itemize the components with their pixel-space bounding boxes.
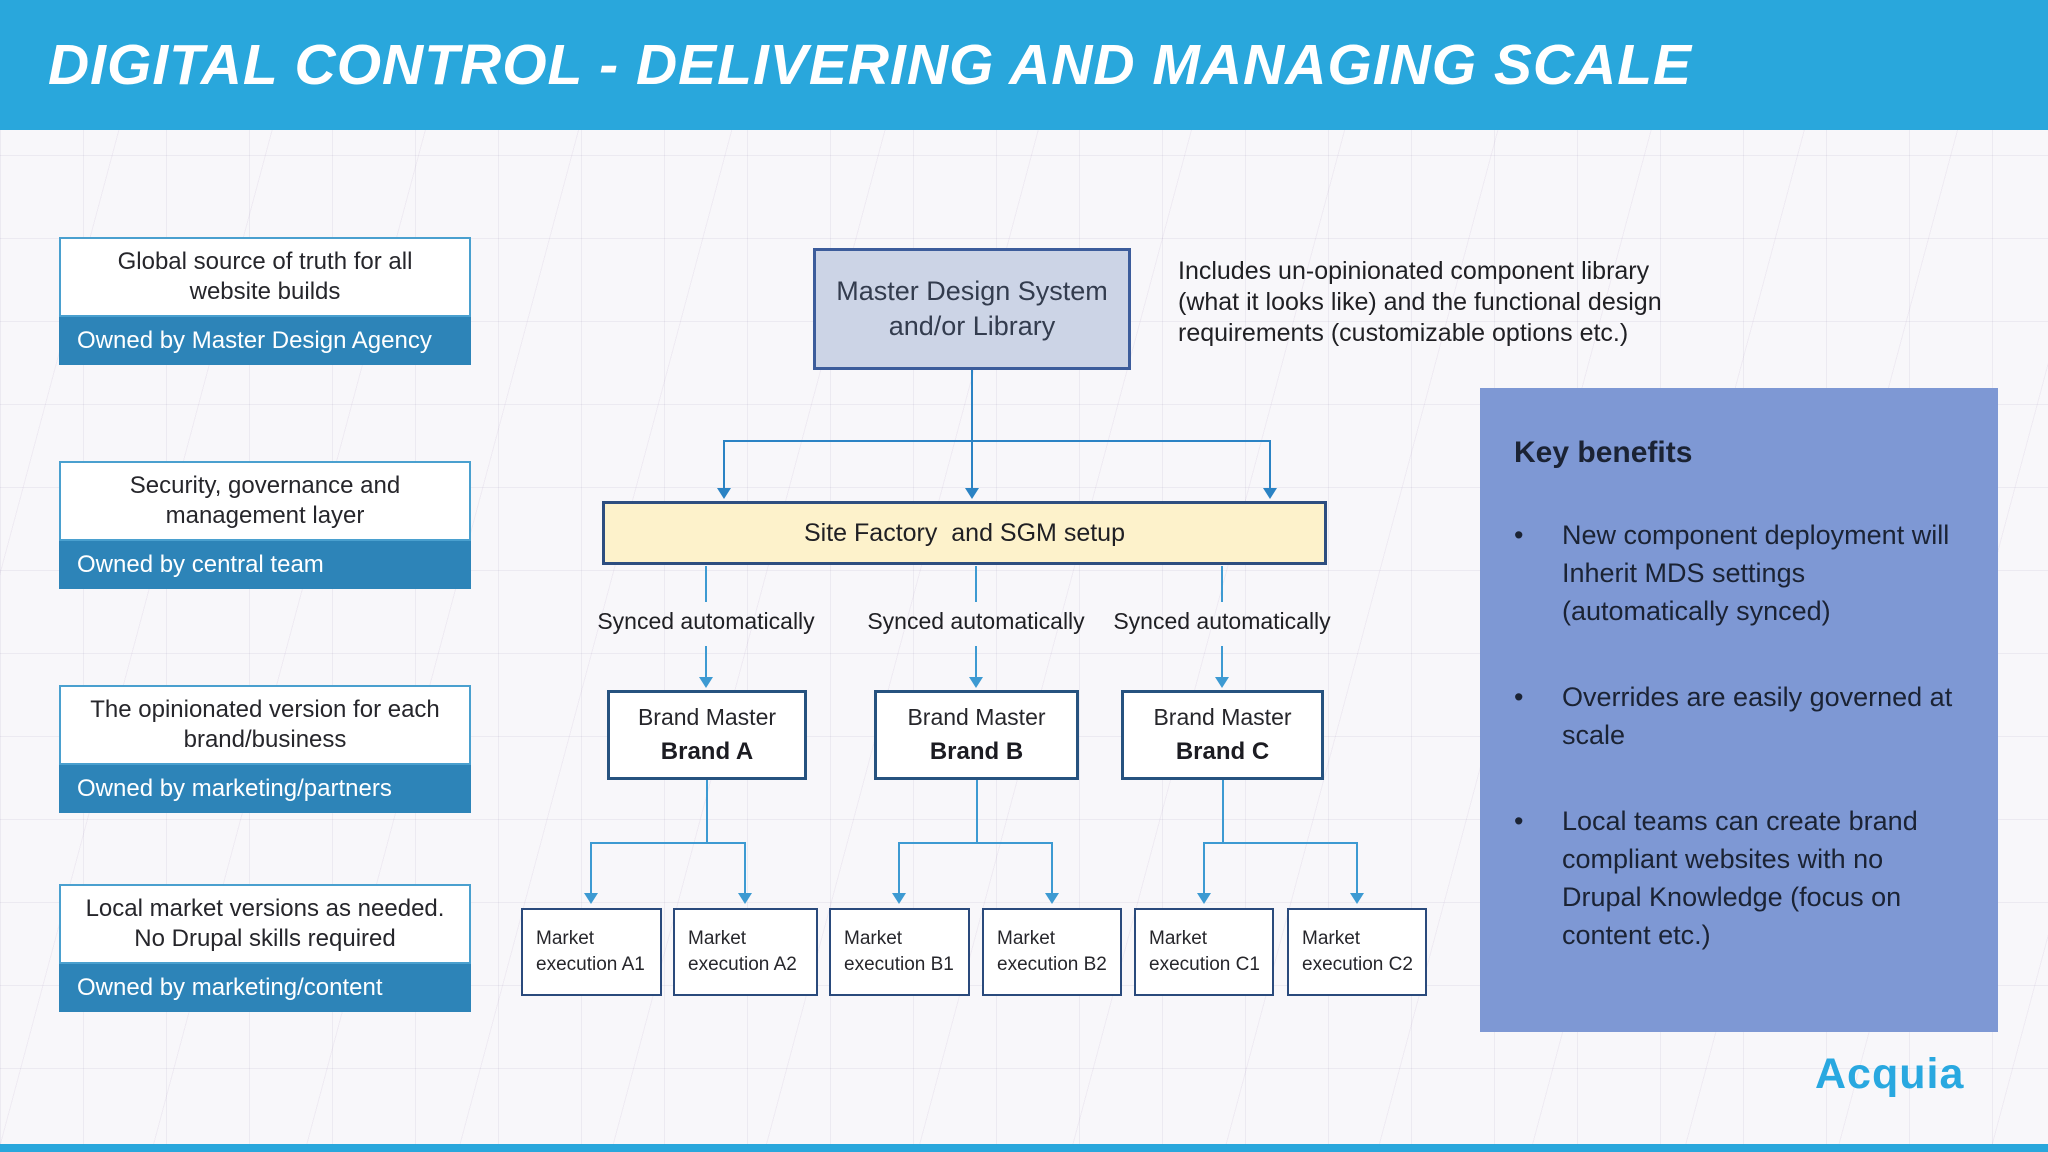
bullet-icon: • — [1514, 682, 1524, 712]
page-title: DIGITAL CONTROL - DELIVERING AND MANAGIN… — [48, 33, 1693, 97]
acquia-logo: Acquia — [1815, 1050, 1965, 1098]
market-execution-c1-box: Market execution C1 — [1134, 908, 1274, 996]
header-bar: DIGITAL CONTROL - DELIVERING AND MANAGIN… — [0, 0, 2048, 130]
sync-label: Synced automatically — [1113, 608, 1331, 634]
brand-master-b-box: Brand Master Brand B — [874, 690, 1079, 780]
brand-name: Brand C — [1175, 738, 1270, 765]
brand-master-label: Brand Master — [907, 704, 1046, 730]
sync-label: Synced automatically — [597, 608, 815, 634]
info-card-text: The opinionated version for each brand/b… — [59, 685, 471, 765]
connector-line — [976, 780, 978, 843]
arrow-down-icon — [738, 893, 752, 904]
arrow-down-icon — [1215, 677, 1229, 688]
arrow-down-icon — [1197, 893, 1211, 904]
arrow-down-icon — [717, 488, 731, 499]
connector-line — [1269, 440, 1271, 489]
info-card-text: Local market versions as needed. No Drup… — [59, 884, 471, 964]
brand-master-label: Brand Master — [1153, 704, 1292, 730]
key-benefits-title: Key benefits — [1514, 436, 1693, 469]
brand-master-label: Brand Master — [637, 704, 777, 730]
arrow-down-icon — [969, 677, 983, 688]
connector-line — [1204, 842, 1357, 844]
brand-name: Brand A — [660, 738, 754, 765]
key-benefit-item: • Local teams can create brand compliant… — [1514, 802, 1964, 954]
master-design-system-box: Master Design System and/or Library — [813, 248, 1131, 370]
connector-line — [590, 842, 592, 894]
connector-line — [705, 566, 707, 602]
info-card-owner: Owned by Master Design Agency — [59, 317, 471, 365]
connector-line — [723, 440, 725, 489]
info-card-security: Security, governance and management laye… — [59, 461, 471, 589]
connector-line — [724, 440, 1271, 442]
connector-line — [706, 780, 708, 843]
arrow-down-icon — [1045, 893, 1059, 904]
arrow-down-icon — [584, 893, 598, 904]
site-factory-box: Site Factory and SGM setup — [602, 501, 1327, 565]
connector-line — [1051, 842, 1053, 894]
connector-line — [1221, 566, 1223, 602]
info-card-text: Global source of truth for all website b… — [59, 237, 471, 317]
market-execution-a2-box: Market execution A2 — [673, 908, 818, 996]
arrow-down-icon — [1263, 488, 1277, 499]
key-benefits-panel: Key benefits • New component deployment … — [1480, 388, 1998, 1032]
arrow-down-icon — [699, 677, 713, 688]
connector-line — [1356, 842, 1358, 894]
connector-line — [975, 646, 977, 677]
key-benefit-text: Overrides are easily governed at scale — [1562, 682, 1953, 750]
key-benefit-text: New component deployment will Inherit MD… — [1562, 520, 1950, 626]
info-card-owner: Owned by central team — [59, 541, 471, 589]
connector-line — [1221, 646, 1223, 677]
bullet-icon: • — [1514, 520, 1524, 550]
key-benefit-text: Local teams can create brand compliant w… — [1562, 806, 1918, 950]
bullet-icon: • — [1514, 806, 1524, 836]
key-benefit-item: • New component deployment will Inherit … — [1514, 516, 1964, 630]
info-card-local-market: Local market versions as needed. No Drup… — [59, 884, 471, 1012]
brand-name: Brand B — [929, 738, 1024, 765]
connector-line — [591, 842, 746, 844]
market-execution-b1-box: Market execution B1 — [829, 908, 970, 996]
key-benefit-item: • Overrides are easily governed at scale — [1514, 678, 1964, 754]
brand-master-c-box: Brand Master Brand C — [1121, 690, 1324, 780]
info-card-owner: Owned by marketing/content — [59, 964, 471, 1012]
connector-line — [1203, 842, 1205, 894]
market-execution-c2-box: Market execution C2 — [1287, 908, 1427, 996]
arrow-down-icon — [965, 488, 979, 499]
info-card-text: Security, governance and management laye… — [59, 461, 471, 541]
sync-label: Synced automatically — [867, 608, 1085, 634]
info-card-global-source: Global source of truth for all website b… — [59, 237, 471, 365]
connector-line — [705, 646, 707, 677]
connector-line — [898, 842, 900, 894]
connector-line — [899, 842, 1053, 844]
market-execution-b2-box: Market execution B2 — [982, 908, 1122, 996]
connector-line — [971, 370, 973, 441]
connector-line — [971, 440, 973, 489]
mds-annotation: Includes un-opinionated component librar… — [1178, 257, 1662, 347]
info-card-owner: Owned by marketing/partners — [59, 765, 471, 813]
bottom-accent-bar — [0, 1144, 2048, 1152]
connector-line — [744, 842, 746, 894]
info-card-opinionated: The opinionated version for each brand/b… — [59, 685, 471, 813]
connector-line — [975, 566, 977, 602]
arrow-down-icon — [892, 893, 906, 904]
market-execution-a1-box: Market execution A1 — [521, 908, 662, 996]
connector-line — [1222, 780, 1224, 843]
arrow-down-icon — [1350, 893, 1364, 904]
brand-master-a-box: Brand Master Brand A — [607, 690, 807, 780]
